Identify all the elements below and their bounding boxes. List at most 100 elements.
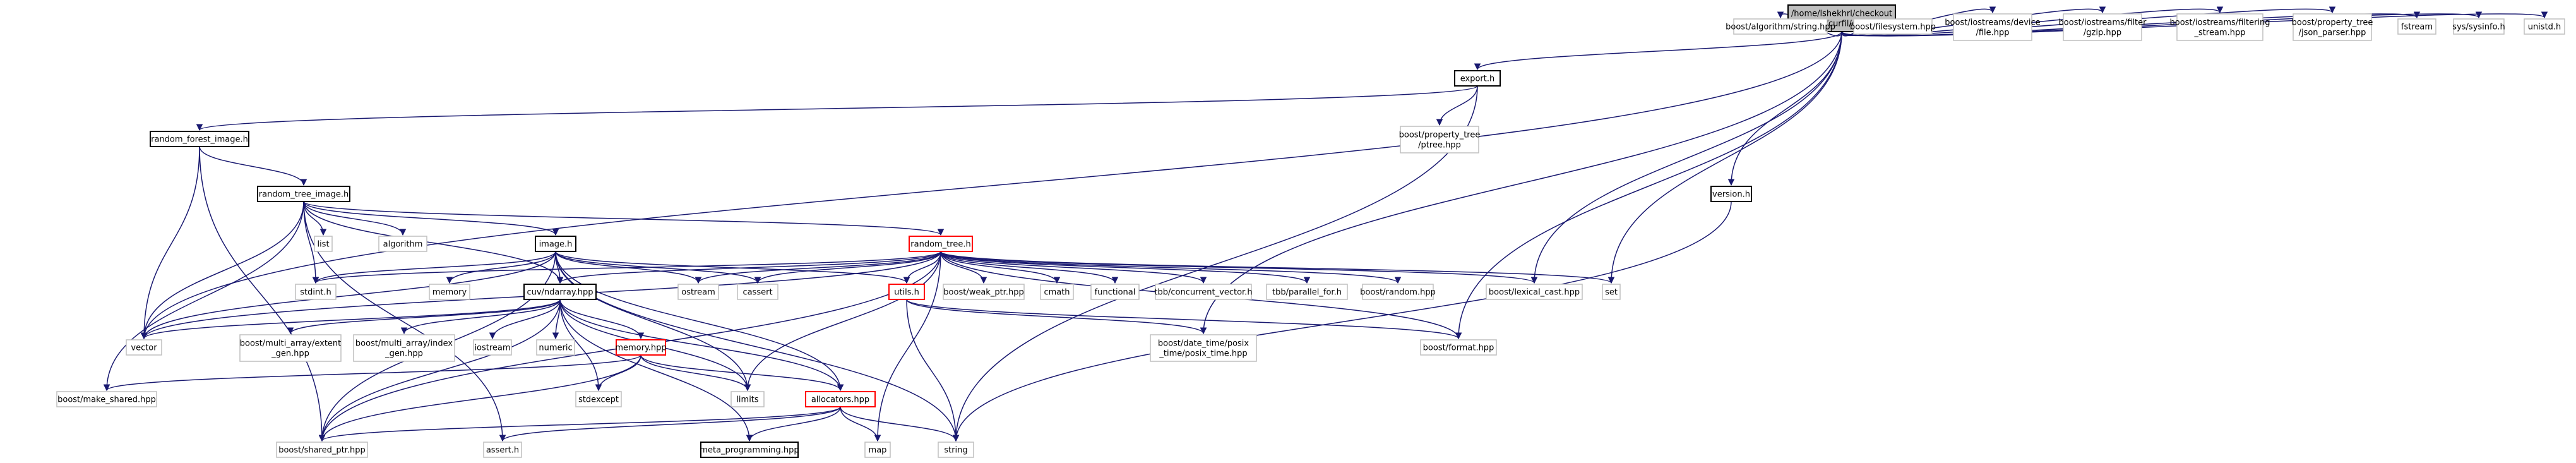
node-label: unistd.h [2528,23,2561,32]
node-cmath[interactable]: cmath [1040,284,1074,300]
node-boost-lexical-cast[interactable]: boost/lexical_cast.hpp [1486,284,1583,300]
node-label: boost/weak_ptr.hpp [943,288,1023,298]
node-set[interactable]: set [1602,284,1621,300]
node-label: assert.h [486,446,519,455]
node-boost-random[interactable]: boost/random.hpp [1360,284,1436,300]
node-label: allocators.hpp [811,395,869,405]
edge-random_tree-to-limits [744,251,941,392]
node-box [126,339,162,356]
node-boost-multi-array-index[interactable]: boost/multi_array/index_gen.hpp [353,334,455,362]
node-label: random_tree_image.h [259,190,349,200]
node-image-h[interactable]: image.h [535,236,576,252]
edge-random_tree-to-utils_h [903,251,941,284]
node-box [805,391,876,407]
node-box [483,442,522,458]
node-label: version.h [1712,190,1750,200]
node-box [616,339,666,356]
node-box [888,284,925,300]
node-boost-weak-ptr[interactable]: boost/weak_ptr.hpp [943,284,1025,300]
node-tbb-concurrent-vector[interactable]: tbb/concurrent_vector.h [1154,284,1253,300]
node-allocators[interactable]: allocators.hpp [805,391,876,407]
node-memory-hpp[interactable]: memory.hpp [615,339,667,356]
edge-export_h-to-string [952,85,1478,442]
node-boost-make-shared[interactable]: boost/make_shared.hpp [56,391,157,407]
node-limits[interactable]: limits [730,391,765,407]
node-random-forest-image[interactable]: random_forest_image.h [150,131,249,147]
node-sys-sysinfo[interactable]: sys/sysinfo.h [2452,18,2505,35]
node-unistd[interactable]: unistd.h [2524,18,2565,35]
node-label: numeric [539,344,572,353]
node-label: ostream [681,288,715,298]
node-box [737,284,778,300]
node-boost-iostreams-filtering-stream[interactable]: boost/iostreams/filtering_stream.hpp [2169,13,2270,41]
edge-random_tree-to-set [940,251,1614,284]
node-list[interactable]: list [314,236,333,252]
edge-utils_h-to-boost_format [906,299,1462,340]
node-boost-date-time[interactable]: boost/date_time/posix_time/posix_time.hp… [1150,334,1257,362]
node-stdint[interactable]: stdint.h [295,284,337,300]
edge-allocators-to-map [840,406,881,442]
node-label: random_forest_image.h [151,135,248,145]
edge-cuv_ndarray-to-iostream [489,299,561,340]
node-box [677,284,719,300]
node-boost-algorithm-string[interactable]: boost/algorithm/string.hpp [1726,18,1835,35]
node-numeric[interactable]: numeric [536,339,575,356]
edge-random_tree-to-ostream [695,251,941,284]
node-boost-format[interactable]: boost/format.hpp [1420,339,1497,356]
node-box [150,131,249,147]
node-random-tree[interactable]: random_tree.h [909,236,973,252]
edge-image_h-to-memory [446,251,556,284]
node-label: _time/posix_time.hpp [1159,349,1247,359]
edge-root-to-export_h [1474,31,1842,71]
node-ostream[interactable]: ostream [677,284,719,300]
node-assert-h[interactable]: assert.h [483,442,522,458]
node-random-tree-image[interactable]: random_tree_image.h [257,186,350,202]
node-algorithm[interactable]: algorithm [378,236,427,252]
node-box [1362,284,1434,300]
node-box [257,186,350,202]
node-boost-shared-ptr[interactable]: boost/shared_ptr.hpp [276,442,368,458]
node-label: boost/lexical_cast.hpp [1489,288,1580,298]
node-label: /gzip.hpp [2084,28,2121,38]
edge-image_h-to-ostream [555,251,702,284]
node-boost-multi-array-extent[interactable]: boost/multi_array/extent_gen.hpp [239,334,342,362]
edge-random_tree-to-functional [940,251,1119,284]
node-label: boost/shared_ptr.hpp [278,446,366,455]
node-meta-programming[interactable]: meta_programming.hpp [700,442,799,458]
node-boost-iostreams-filter-gzip[interactable]: boost/iostreams/filter/gzip.hpp [2059,13,2147,41]
node-iostream[interactable]: iostream [473,339,512,356]
node-tbb-parallel-for[interactable]: tbb/parallel_for.h [1266,284,1348,300]
node-fstream[interactable]: fstream [2397,18,2436,35]
node-string[interactable]: string [938,442,974,458]
node-cuv-ndarray[interactable]: cuv/ndarray.hpp [523,284,597,300]
node-boost-filesystem[interactable]: boost/filesystem.hpp [1850,18,1936,35]
node-map[interactable]: map [864,442,891,458]
edge-cuv_ndarray-to-memory_hpp [559,299,645,340]
node-box [575,391,622,407]
node-box [536,339,575,356]
node-functional[interactable]: functional [1090,284,1140,300]
node-box [2397,18,2436,35]
node-utils-h[interactable]: utils.h [888,284,925,300]
node-boost-property-tree-ptree[interactable]: boost/property_tree/ptree.hpp [1399,126,1481,153]
edge-root-to-version_h [1727,31,1842,186]
node-label: algorithm [383,240,423,250]
node-boost-iostreams-device-file[interactable]: boost/iostreams/device/file.hpp [1945,13,2041,41]
node-label: boost/iostreams/device [1945,18,2040,28]
edge-utils_h-to-boost_date_time [906,299,1207,335]
node-root[interactable]: /home/lshekhrl/checkout/curfil/src/curfi… [1787,4,1896,32]
node-stdexcept[interactable]: stdexcept [575,391,622,407]
node-label: stdexcept [578,395,619,405]
node-cassert[interactable]: cassert [737,284,778,300]
edge-image_h-to-allocators [555,251,844,392]
node-label: list [317,240,329,250]
node-boost-property-tree-json-parser[interactable]: boost/property_tree/json_parser.hpp [2292,13,2373,41]
edge-random_tree-to-cuv_ndarray [556,251,941,284]
node-version-h[interactable]: version.h [1710,186,1752,202]
node-label: _stream.hpp [2194,28,2246,38]
node-export-h[interactable]: export.h [1454,70,1501,87]
node-vector[interactable]: vector [126,339,162,356]
node-memory[interactable]: memory [429,284,470,300]
edge-allocators-to-string [840,406,960,442]
node-label: cmath [1044,288,1070,298]
